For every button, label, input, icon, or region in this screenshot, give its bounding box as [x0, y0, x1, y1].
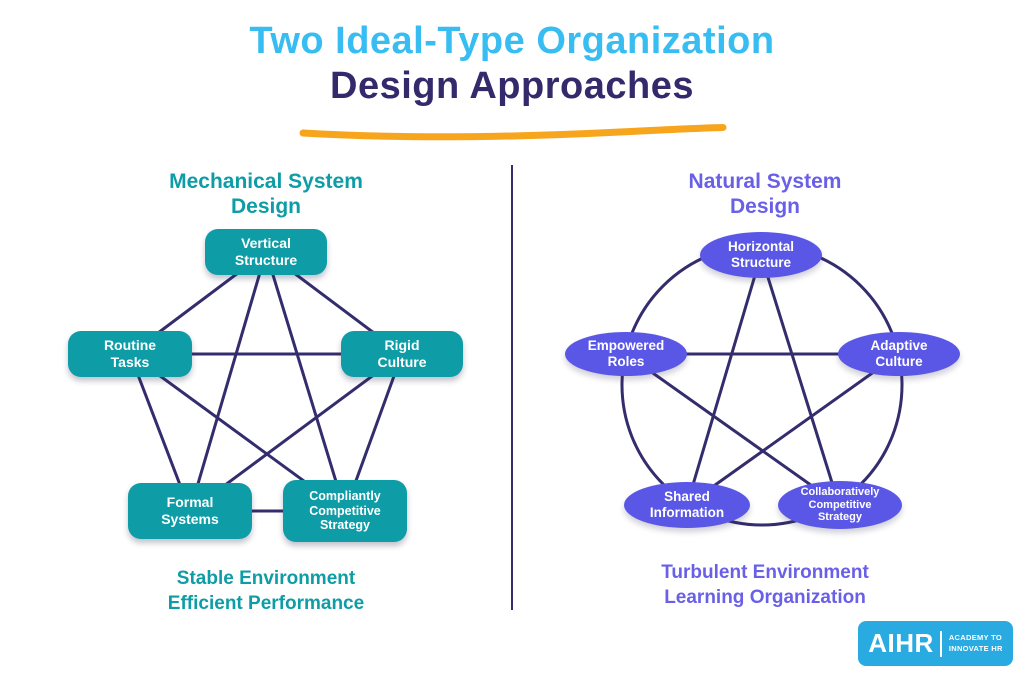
node-collaboratively-competitive-strategy: Collaboratively Competitive Strategy — [778, 481, 902, 529]
aihr-logo-separator — [939, 630, 942, 657]
aihr-logo: AIHR ACADEMY TO INNOVATE HR — [858, 621, 1013, 666]
edge-horizontal-structure-shared-information — [685, 254, 763, 506]
left-panel-heading: Mechanical System Design — [169, 170, 363, 218]
right-panel-caption: Turbulent Environment Learning Organizat… — [661, 562, 869, 608]
aihr-logo-tagline: ACADEMY TO INNOVATE HR — [948, 633, 1003, 653]
title-line-1: Two Ideal-Type Organization — [249, 20, 775, 62]
right-panel-heading: Natural System Design — [688, 170, 842, 218]
node-formal-systems: Formal Systems — [128, 483, 252, 539]
node-compliantly-competitive-strategy: Compliantly Competitive Strategy — [283, 480, 407, 542]
title: Two Ideal-Type Organization Design Appro… — [0, 20, 1024, 108]
node-shared-information: Shared Information — [624, 482, 750, 528]
left-edges — [128, 250, 404, 513]
node-rigid-culture: Rigid Culture — [341, 331, 463, 377]
node-horizontal-structure: Horizontal Structure — [700, 232, 822, 278]
edge-vertical-structure-compliant-strategy — [264, 251, 347, 512]
node-adaptive-culture: Adaptive Culture — [838, 332, 960, 376]
node-vertical-structure: Vertical Structure — [205, 229, 327, 275]
node-empowered-roles: Empowered Roles — [565, 332, 687, 376]
node-routine-tasks: Routine Tasks — [68, 331, 192, 377]
edge-adaptive-culture-shared-information — [686, 352, 900, 507]
edge-empowered-roles-collaborative-strategy — [625, 352, 840, 507]
left-panel-caption: Stable Environment Efficient Performance — [167, 568, 365, 614]
edge-horizontal-structure-collaborative-strategy — [759, 254, 841, 506]
edge-vertical-structure-formal-systems — [188, 251, 268, 512]
aihr-logo-brand: AIHR — [868, 628, 934, 658]
title-line-2: Design Approaches — [330, 65, 694, 107]
title-underline-swoosh — [299, 124, 727, 141]
